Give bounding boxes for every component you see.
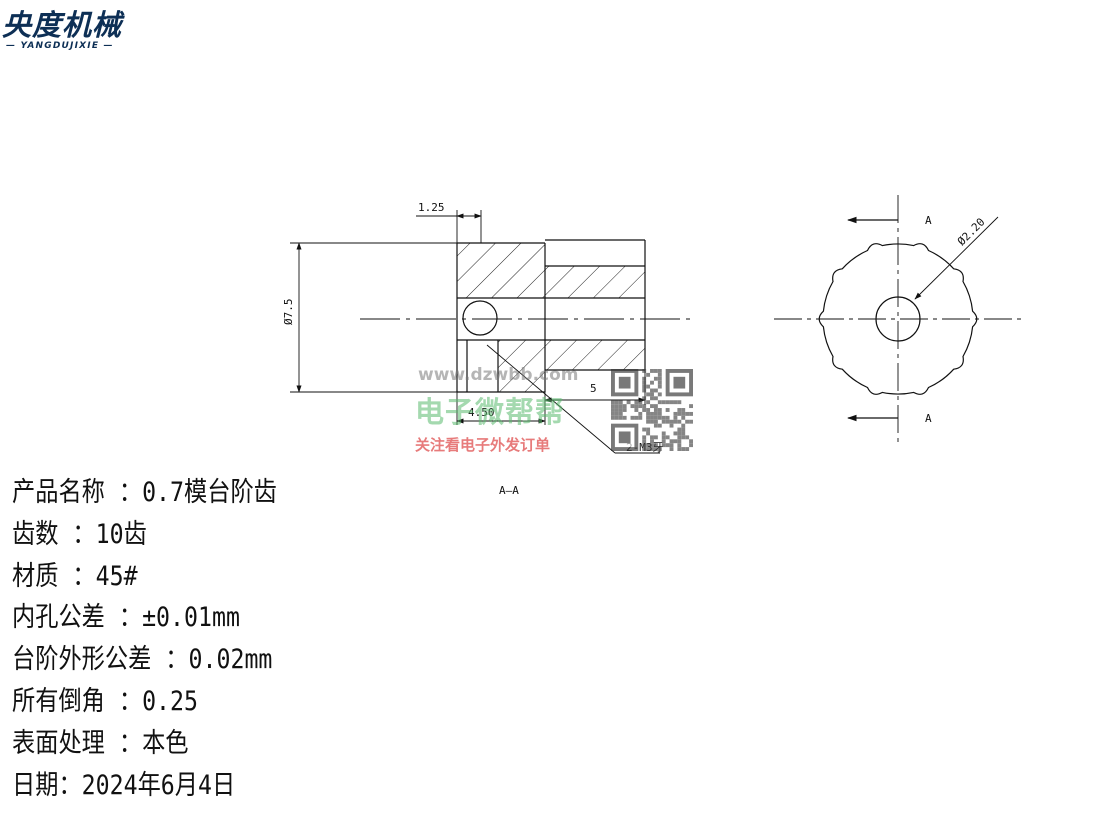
step-hatch-lower: [545, 340, 645, 370]
dim-hole-length: 4.50: [468, 406, 495, 419]
step-hatch-upper: [545, 266, 645, 298]
end-view: [774, 195, 1022, 443]
section-marker-top: A: [925, 214, 932, 227]
brand-logo-subtitle: — YANGDUJIXIE —: [6, 41, 114, 51]
section-hatch-upper: [457, 243, 545, 298]
set-screw-hole: [462, 300, 498, 336]
section-markers: [847, 216, 999, 422]
spec-line: 内孔公差 ：±0.01mm: [12, 602, 240, 634]
dim-step-width: 1.25: [418, 201, 445, 214]
dim-outer-diameter: Ø7.5: [282, 299, 295, 326]
brand-logo-title: 央度机械: [2, 8, 123, 42]
spec-line: 日期：2024年6月4日: [12, 769, 236, 801]
spec-line: 所有倒角 ：0.25: [12, 685, 199, 717]
watermark-url: www.dzwbb.com: [418, 365, 579, 385]
brand-logo: 央度机械 — YANGDUJIXIE —: [0, 0, 150, 60]
section-marker-bottom: A: [925, 412, 932, 425]
spec-list: 产品名称 ：0.7模台阶齿齿数 ：10齿材质 ：45# 内孔公差 ：±0.01mm…: [12, 472, 320, 806]
watermark-name: 电子微帮帮: [415, 395, 566, 429]
section-view: [360, 239, 690, 393]
dim-tooth-length: 5: [590, 382, 597, 395]
watermark: www.dzwbb.com 电子微帮帮 关注看电子外发订单: [401, 357, 701, 457]
spec-line: 齿数 ：10齿: [12, 518, 147, 550]
section-hatch-lower: [498, 340, 545, 392]
gear-teeth-outline: [818, 243, 978, 395]
watermark-slogan: 关注看电子外发订单: [415, 436, 551, 454]
section-label: A—A: [499, 484, 519, 497]
qr-code-icon: [611, 369, 693, 451]
spec-line: 材质 ：45#: [12, 560, 138, 592]
spec-line: 台阶外形公差 ：0.02mm: [12, 644, 273, 676]
spec-line: 表面处理 ：本色: [12, 727, 189, 759]
spec-line: 产品名称 ：0.7模台阶齿: [12, 477, 277, 508]
